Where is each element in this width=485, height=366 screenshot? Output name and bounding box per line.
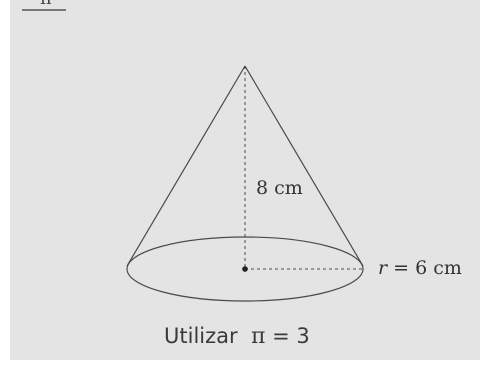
pi-note-word: Utilizar bbox=[164, 324, 238, 348]
cone-right-side bbox=[244, 65, 364, 267]
top-fragment-text: π bbox=[40, 0, 52, 8]
pi-value: = 3 bbox=[265, 324, 310, 348]
center-point bbox=[242, 266, 248, 272]
radius-label: r = 6 cm bbox=[378, 259, 462, 278]
radius-value: = 6 cm bbox=[387, 257, 462, 279]
radius-variable: r bbox=[378, 257, 388, 279]
height-label: 8 cm bbox=[256, 177, 303, 199]
cone-left-side bbox=[126, 65, 246, 267]
pi-symbol: π bbox=[251, 324, 266, 349]
pi-note: Utilizar π = 3 bbox=[164, 326, 310, 348]
